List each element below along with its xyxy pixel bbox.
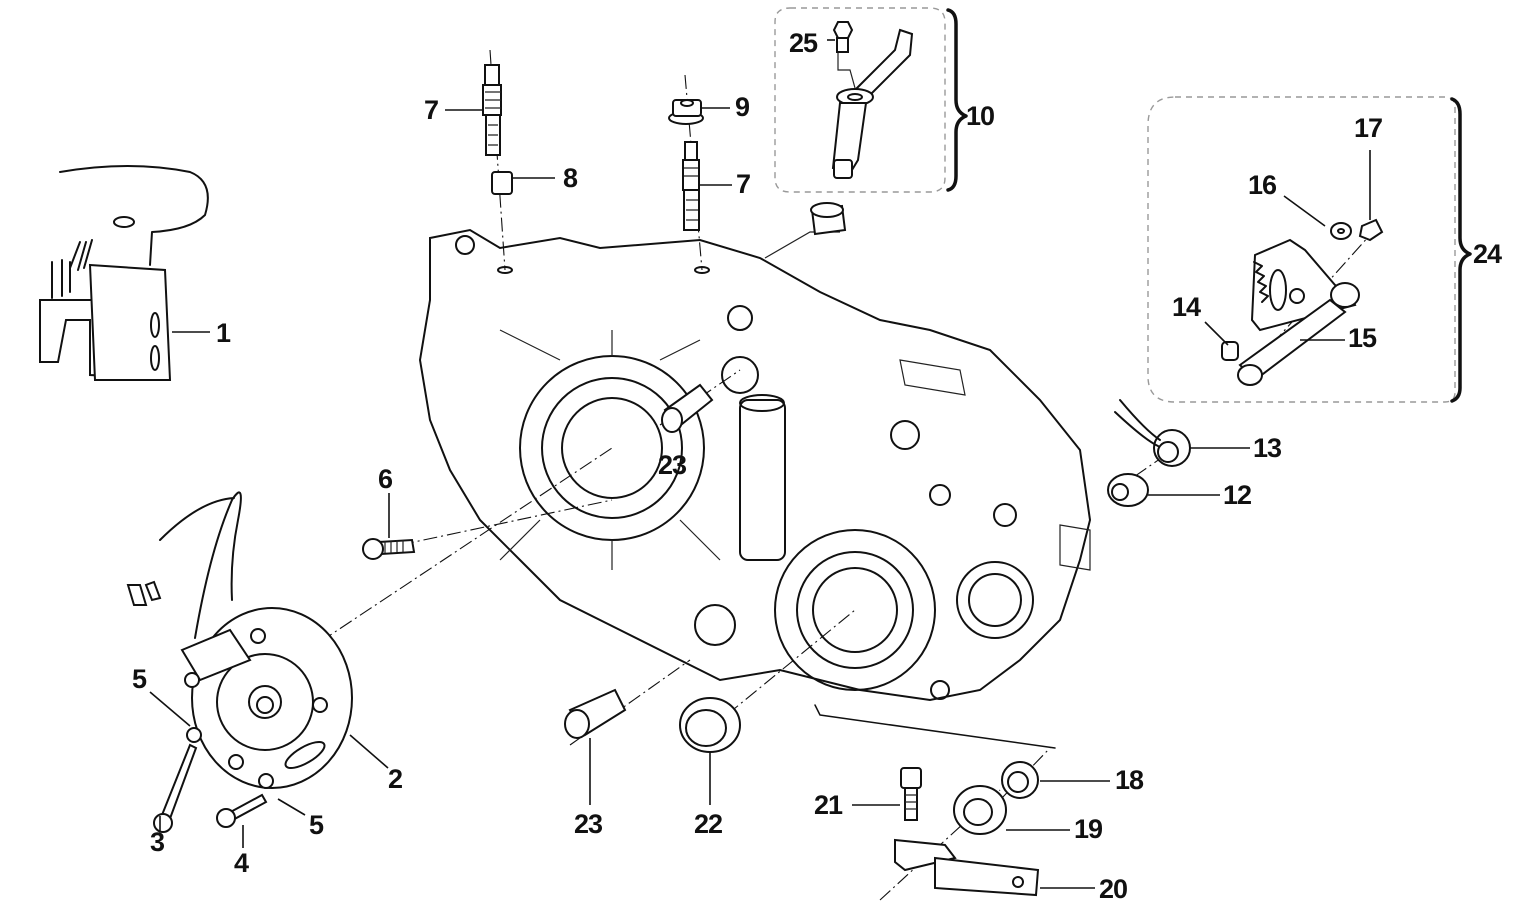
callout-25: 25 bbox=[789, 28, 818, 58]
callout-15: 15 bbox=[1348, 323, 1377, 353]
callout-17: 17 bbox=[1354, 113, 1383, 143]
washer-16 bbox=[1330, 222, 1352, 240]
assembly-10-group bbox=[774, 7, 968, 193]
callout-8: 8 bbox=[563, 163, 578, 193]
callout-14: 14 bbox=[1172, 292, 1201, 322]
callout-10: 10 bbox=[966, 101, 995, 131]
screw-25 bbox=[832, 21, 854, 53]
seal-12 bbox=[1107, 473, 1149, 507]
brace-10 bbox=[946, 8, 968, 192]
pin-14 bbox=[1221, 341, 1239, 361]
flange-nut bbox=[668, 99, 704, 125]
callout-4: 4 bbox=[234, 848, 249, 878]
callout-23-lower: 23 bbox=[574, 809, 603, 839]
oil-seal bbox=[679, 697, 741, 753]
seal-18 bbox=[1001, 761, 1039, 799]
callout-9: 9 bbox=[735, 92, 750, 122]
callout-22: 22 bbox=[694, 809, 723, 839]
stud-right bbox=[682, 141, 700, 231]
callout-7-right: 7 bbox=[736, 169, 751, 199]
screw-3 bbox=[153, 727, 202, 833]
callout-5-lower: 5 bbox=[309, 810, 324, 840]
callout-18: 18 bbox=[1115, 765, 1144, 795]
callout-20: 20 bbox=[1099, 874, 1128, 904]
kickstart-assembly bbox=[1221, 218, 1384, 386]
callout-23-upper: 23 bbox=[658, 450, 687, 480]
callout-12: 12 bbox=[1223, 480, 1252, 510]
nut-17 bbox=[1358, 218, 1384, 242]
callout-13: 13 bbox=[1253, 433, 1282, 463]
callout-1: 1 bbox=[216, 318, 231, 348]
ignition-coil bbox=[39, 165, 209, 381]
callout-5-upper: 5 bbox=[132, 664, 147, 694]
fitting-lower bbox=[564, 688, 627, 739]
bearing-19 bbox=[953, 785, 1007, 835]
callout-21: 21 bbox=[814, 790, 843, 820]
brace-24 bbox=[1450, 97, 1472, 403]
spring bbox=[1114, 399, 1191, 467]
shift-assembly bbox=[831, 28, 914, 179]
assembly-24-group bbox=[1147, 96, 1472, 403]
bushing bbox=[810, 202, 847, 236]
callout-19: 19 bbox=[1074, 814, 1103, 844]
crankcase bbox=[418, 228, 1092, 702]
callout-7-left: 7 bbox=[424, 95, 439, 125]
bolt-21 bbox=[900, 767, 922, 821]
screw-4 bbox=[216, 773, 274, 828]
stator bbox=[126, 491, 353, 789]
bolt-6 bbox=[362, 538, 416, 560]
stud-left bbox=[482, 64, 502, 156]
callout-16: 16 bbox=[1248, 170, 1277, 200]
callout-3: 3 bbox=[150, 827, 165, 857]
lever-20 bbox=[894, 838, 1040, 897]
callout-24: 24 bbox=[1473, 239, 1502, 269]
callout-6: 6 bbox=[378, 464, 393, 494]
callout-2: 2 bbox=[388, 764, 403, 794]
fitting-upper bbox=[661, 383, 714, 433]
leader-lines bbox=[149, 39, 1371, 889]
dowel-sleeve bbox=[491, 171, 513, 195]
